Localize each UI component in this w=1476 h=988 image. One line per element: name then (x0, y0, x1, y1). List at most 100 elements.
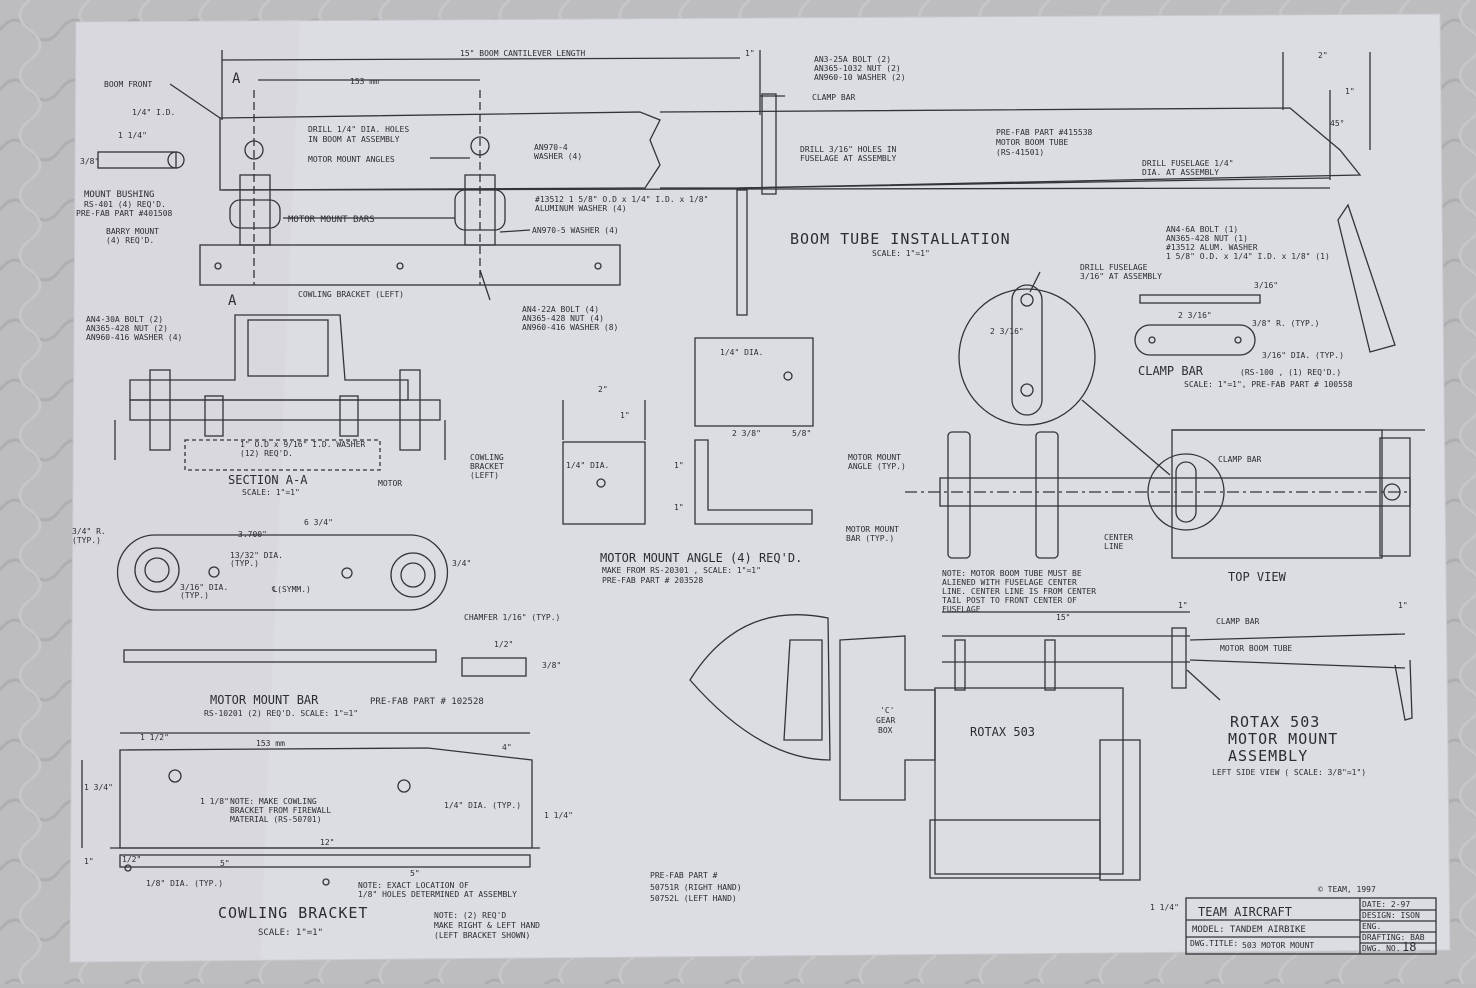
rotax-label: ROTAX 503 (970, 725, 1035, 739)
drill-fuse-quarter-2: DIA. AT ASSEMBLY (1142, 168, 1219, 177)
cowl-dim-1-1-2: 1 1/2" (140, 733, 169, 742)
assembly-title-1: ROTAX 503 (1230, 713, 1320, 731)
side-note-4: TAIL POST TO FRONT CENTER OF (942, 596, 1077, 605)
clamp-drill-2: 3/16" AT ASSEMBLY (1080, 272, 1162, 281)
section-marker-a-top: A (232, 71, 241, 87)
dim-3-8: 3/8" (80, 157, 99, 166)
section-bolts-3: AN960-416 WASHER (4) (86, 333, 182, 342)
linework (81, 50, 1437, 955)
cowl-note-exact-1: NOTE: EXACT LOCATION OF (358, 881, 469, 890)
an970-4-label-1: AN970-4 (534, 143, 568, 152)
top-view: MOTOR MOUNT ANGLE (TYP.) MOTOR MOUNT BAR… (846, 453, 1287, 584)
angle-dim-2: 2" (598, 385, 608, 394)
copyright: © TEAM, 1997 (1318, 885, 1376, 894)
barry-mount-req: (4) REQ'D. (106, 236, 154, 245)
cowl-prefab-2: 50751R (RIGHT HAND) (650, 883, 742, 892)
cowl-scale: SCALE: 1"=1" (258, 928, 323, 938)
clamp-dia: 3/16" DIA. (TYP.) (1262, 351, 1344, 360)
cowl-dia-quarter: 1/4" DIA. (TYP.) (444, 801, 521, 810)
an4-6a-4: 1 5/8" O.D. x 1/4" I.D. x 1/8" (1) (1166, 252, 1330, 261)
dwg-no-label: DWG. NO. (1362, 944, 1401, 953)
angle-dim-1-v2: 1" (674, 503, 684, 512)
bar-dim-6-3-4: 6 3/4" (304, 518, 333, 527)
bar-dim-3-4: 3/4" (452, 559, 471, 568)
boom-tube-installation: 15" BOOM CANTILEVER LENGTH 153 mm 1" 2" … (76, 49, 1355, 332)
cowl-note-exact-2: 1/8" HOLES DETERMINED AT ASSEMBLY (358, 890, 517, 899)
angle-dim-1: 1" (620, 411, 630, 420)
cowl-dim-5a: 5" (220, 859, 230, 868)
gear-box-2: GEAR (876, 716, 895, 725)
section-bolts-1: AN4-30A BOLT (2) (86, 315, 163, 324)
cowl-note-3: MATERIAL (RS-50701) (230, 815, 322, 824)
cowl-dim-12: 12" (320, 838, 334, 847)
side-boom-tube: MOTOR BOOM TUBE (1220, 644, 1292, 653)
clamp-title: CLAMP BAR (1138, 364, 1204, 378)
cowling-bracket-left: COWLING BRACKET (LEFT) (298, 290, 404, 299)
cowling-bracket: 1 1/2" 153 mm 4" 1 3/4" 1 1/8" NOTE: MAK… (84, 733, 742, 940)
cowl-note-1: NOTE: MAKE COWLING (230, 797, 317, 806)
cowl-note-2: BRACKET FROM FIREWALL (230, 806, 331, 815)
bar-dim-1-2: 1/2" (494, 640, 513, 649)
clamp-dim-2-3-16: 2 3/16" (990, 327, 1024, 336)
bar-title: MOTOR MOUNT BAR (210, 693, 319, 707)
cowl-req-1: NOTE: (2) REQ'D (434, 911, 506, 920)
cowl-dim-1-3-4: 1 3/4" (84, 783, 113, 792)
bar-radius-2: (TYP.) (72, 536, 101, 545)
top-bar-1: MOTOR MOUNT (846, 525, 899, 534)
id-quarter-label: 1/4" I.D. (132, 108, 175, 117)
bolt-top-2: AN365-1032 NUT (2) (814, 64, 901, 73)
model-label: MODEL: TANDEM AIRBIKE (1192, 925, 1306, 935)
cowl-dim-1: 1" (84, 857, 94, 866)
top-clamp-bar: CLAMP BAR (1218, 455, 1262, 464)
dim-153mm: 153 mm (350, 77, 379, 86)
bolt-top-1: AN3-25A BOLT (2) (814, 55, 891, 64)
an970-5-label: AN970-5 WASHER (4) (532, 226, 619, 235)
drill-fuselage-2: FUSELAGE AT ASSEMBLY (800, 154, 897, 163)
section-washer-1: 1" O.D x 9/16" I.D. WASHER (240, 440, 365, 449)
section-washer-2: (12) REQ'D. (240, 449, 293, 458)
design-field: DESIGN: ISON (1362, 911, 1420, 920)
section-aa-scale: SCALE: 1"=1" (242, 488, 300, 497)
dim-2in: 2" (1318, 51, 1328, 60)
section-cowling-2: BRACKET (470, 462, 504, 471)
bar-symm: ℄(SYMM.) (271, 585, 311, 594)
washer-13512-2: ALUMINUM WASHER (4) (535, 204, 627, 213)
section-marker-a-bottom: A (228, 293, 237, 309)
section-cowling-1: COWLING (470, 453, 504, 462)
cowl-req-3: (LEFT BRACKET SHOWN) (434, 931, 530, 940)
bar-dim-3-8: 3/8" (542, 661, 561, 670)
bar-radius-1: 3/4" R. (72, 527, 106, 536)
eng-field: ENG. (1362, 922, 1381, 931)
mount-bushing-prefab: PRE-FAB PART #401508 (76, 209, 173, 218)
cowl-dim-1-1-8: 1 1/8" (200, 797, 229, 806)
cowl-dia-eighth: 1/8" DIA. (TYP.) (146, 879, 223, 888)
cowl-prefab-1: PRE-FAB PART # (650, 871, 718, 880)
section-bolts-2: AN365-428 NUT (2) (86, 324, 168, 333)
bolt-top-3: AN960-10 WASHER (2) (814, 73, 906, 82)
barry-mount-label: BARRY MOUNT (106, 227, 159, 236)
drill-fuselage-1: DRILL 3/16" HOLES IN (800, 145, 897, 154)
angle-dim-5-8: 5/8" (792, 429, 811, 438)
side-dim-1-1-4: 1 1/4" (1150, 903, 1179, 912)
cowl-prefab-3: 50752L (LEFT HAND) (650, 894, 737, 903)
washer-13512-1: #13512 1 5/8" O.D x 1/4" I.D. x 1/8" (535, 195, 708, 204)
side-note-3: LINE. CENTER LINE IS FROM CENTER (942, 587, 1096, 596)
dwg-title-label: DWG.TITLE: (1190, 939, 1238, 948)
clamp-bar-detail: DRILL FUSELAGE 3/16" AT ASSEMBLY 2 3/16"… (990, 263, 1353, 389)
assembly-title-3: ASSEMBLY (1228, 747, 1308, 765)
an4-22a-2: AN365-428 NUT (4) (522, 314, 604, 323)
an970-4-label-2: WASHER (4) (534, 152, 582, 161)
cantilever-length-label: 15" BOOM CANTILEVER LENGTH (460, 49, 585, 58)
mount-bushing-title: MOUNT BUSHING (84, 190, 154, 200)
mount-bushing-req: RS-401 (4) REQ'D. (84, 200, 166, 209)
an4-6a-2: AN365-428 NUT (1) (1166, 234, 1248, 243)
clamp-dim-3-16: 3/16" (1254, 281, 1278, 290)
drill-holes-note-1: DRILL 1/4" DIA. HOLES (308, 125, 409, 134)
side-view-assembly: NOTE: MOTOR BOOM TUBE MUST BE ALIENED WI… (876, 569, 1408, 912)
an4-22a-3: AN960-416 WASHER (8) (522, 323, 618, 332)
cowl-req-2: MAKE RIGHT & LEFT HAND (434, 921, 540, 930)
motor-mount-angles-label: MOTOR MOUNT ANGLES (308, 155, 395, 164)
clamp-bar-top: CLAMP BAR (812, 93, 856, 102)
angle-dia-quarter-b: 1/4" DIA. (566, 461, 609, 470)
